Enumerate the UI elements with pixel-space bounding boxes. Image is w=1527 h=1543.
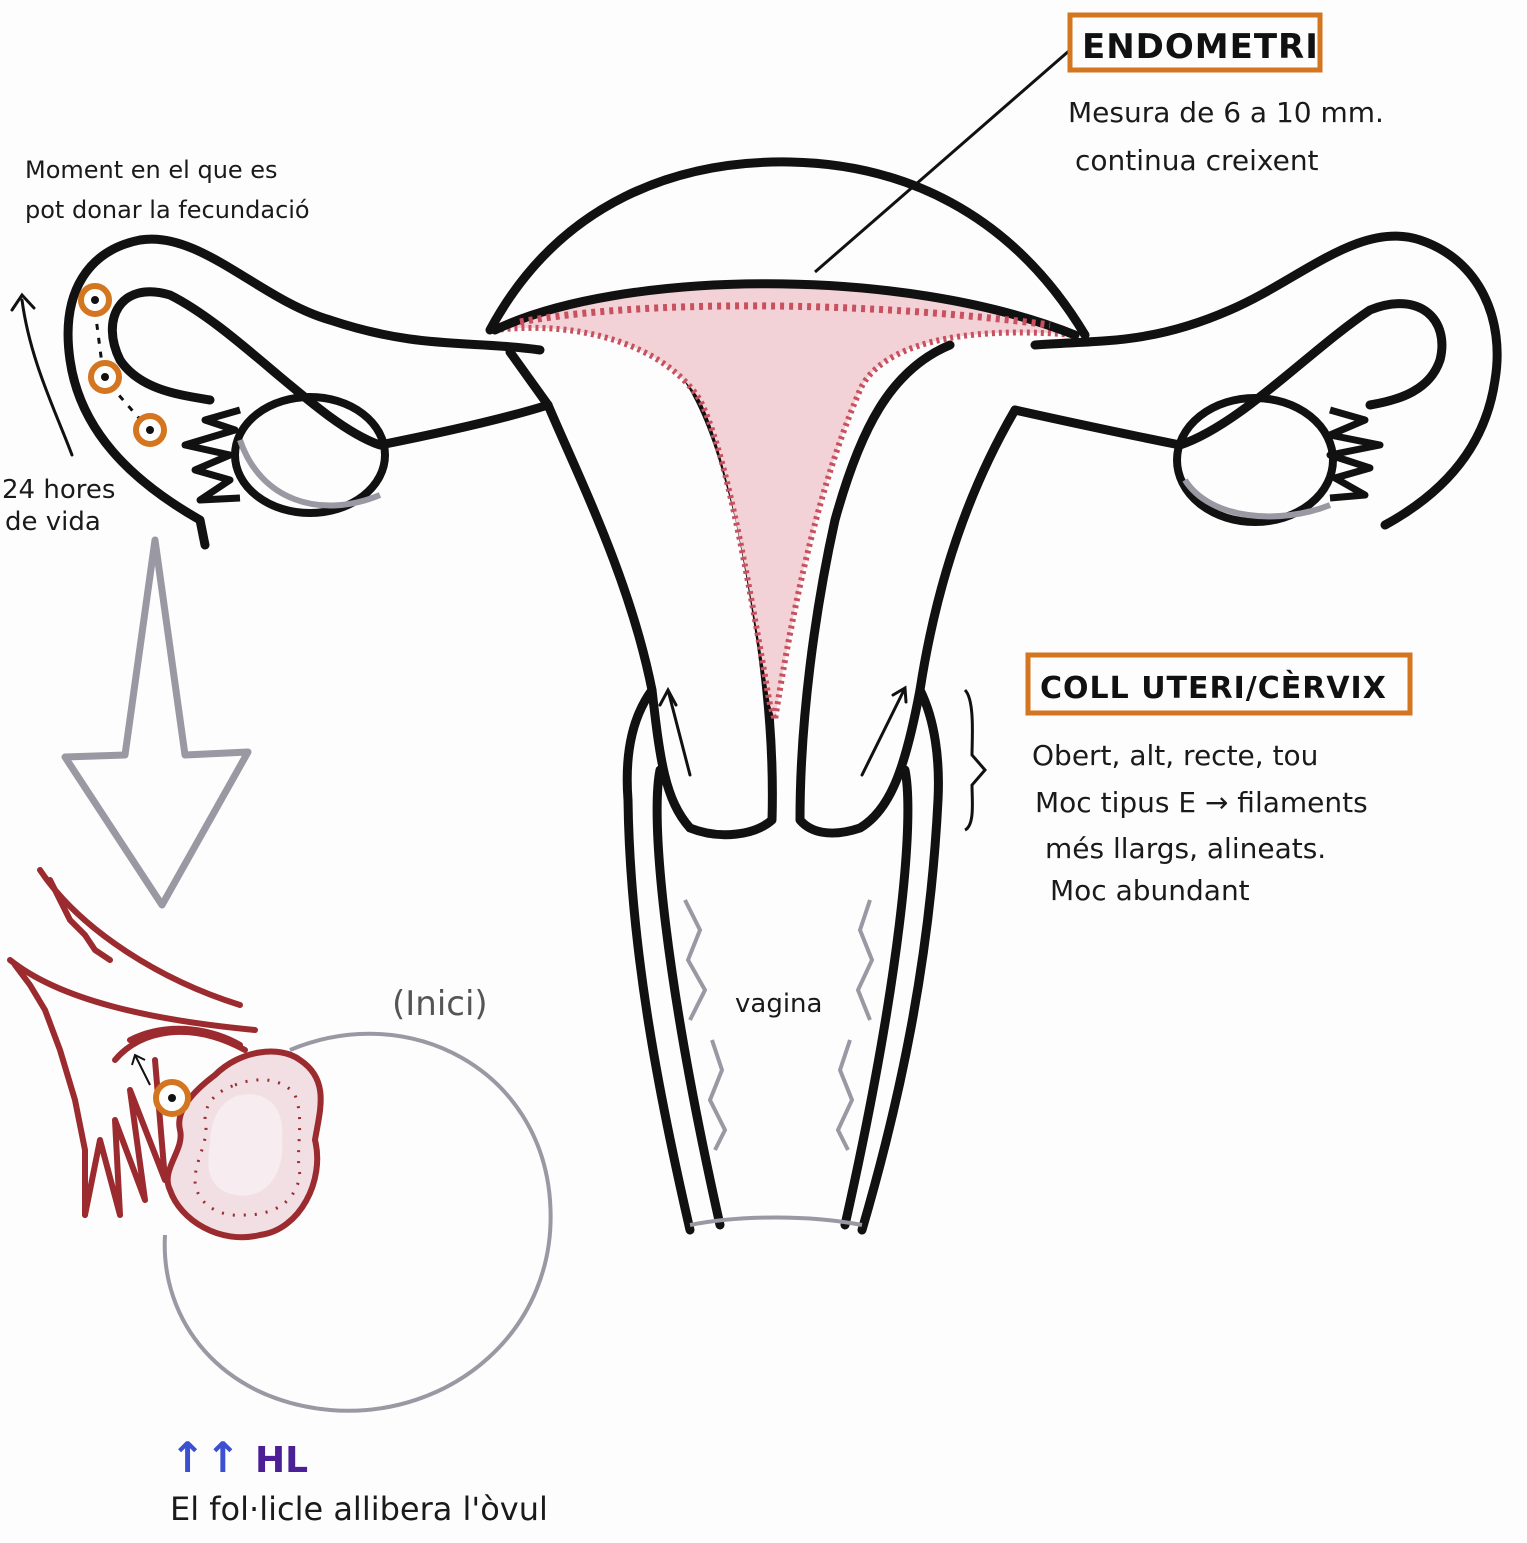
right-fallopian-tube xyxy=(1015,236,1497,525)
hl-arrows: ↑↑ xyxy=(170,1433,240,1482)
cervix-desc-line4: Moc abundant xyxy=(1050,874,1250,907)
egg-icon xyxy=(91,363,119,391)
cervix-desc-line1: Obert, alt, recte, tou xyxy=(1032,739,1318,772)
endometri-pointer xyxy=(815,50,1070,272)
left-fallopian-tube xyxy=(68,239,548,545)
cervix-desc-line2: Moc tipus E → filaments xyxy=(1035,786,1368,819)
big-down-arrow xyxy=(65,540,248,905)
endometri-title: ENDOMETRI xyxy=(1082,27,1319,67)
left-ovary xyxy=(185,397,385,513)
cervix-desc-line3: més llargs, alineats. xyxy=(1045,832,1326,865)
right-ovary xyxy=(1177,398,1380,522)
fecundacio-line2: pot donar la fecundació xyxy=(25,196,310,224)
egg-icon xyxy=(136,416,164,444)
egg-icon xyxy=(81,286,109,314)
endometri-desc-line1: Mesura de 6 a 10 mm. xyxy=(1068,96,1384,129)
endometri-desc-line2: continua creixent xyxy=(1075,144,1319,177)
follicle-small-arrow xyxy=(132,1055,150,1085)
hours-line1: 24 hores xyxy=(2,475,115,505)
released-egg-icon xyxy=(156,1082,188,1114)
cervix-brace xyxy=(965,690,985,830)
time-arrow xyxy=(12,295,72,455)
fecundacio-line1: Moment en el que es xyxy=(25,156,278,184)
cervix-title: COLL UTERI/CÈRVIX xyxy=(1040,670,1387,706)
hl-label: HL xyxy=(255,1440,308,1481)
endometrium-lining xyxy=(495,284,1075,720)
follicle xyxy=(168,1052,321,1238)
cervix-arrows xyxy=(660,688,906,775)
inici-label: (Inici) xyxy=(392,984,488,1024)
hours-line2: de vida xyxy=(5,507,101,537)
follicle-caption: El fol·licle allibera l'òvul xyxy=(170,1490,548,1528)
vagina-label: vagina xyxy=(735,989,822,1019)
